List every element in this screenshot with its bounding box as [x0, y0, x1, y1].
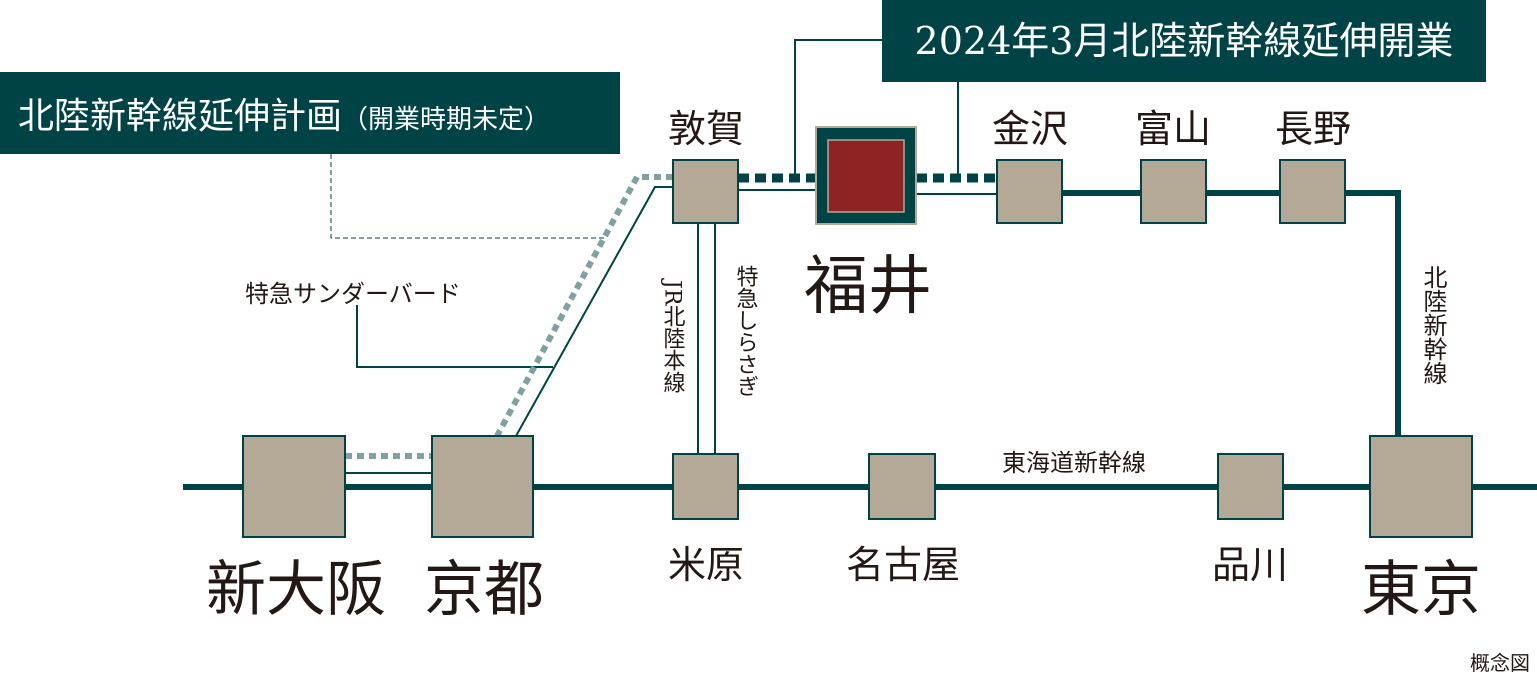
- label-shirasagi: 特急しらさぎ: [733, 265, 759, 397]
- station-shin-osaka: [242, 435, 346, 538]
- label-jr-hokuriku-line: JR北陸本線: [660, 278, 686, 394]
- label-tokyo: 東京: [1361, 555, 1481, 625]
- label-kanazawa: 金沢: [992, 107, 1068, 151]
- station-kanazawa: [996, 159, 1063, 224]
- label-kyoto: 京都: [424, 555, 544, 625]
- thunderbird-leader: [356, 305, 553, 368]
- plan-leader: [330, 154, 605, 239]
- label-fukui: 福井: [804, 250, 932, 324]
- opening-label-box: [882, 0, 1486, 82]
- station-maibara: [672, 453, 739, 520]
- label-hokuriku-shinkansen: 北陸新幹線: [1419, 265, 1447, 385]
- label-tsuruga: 敦賀: [668, 107, 744, 151]
- station-tsuruga: [672, 159, 739, 224]
- station-toyama: [1140, 159, 1207, 224]
- station-kyoto: [431, 435, 534, 538]
- station-fukui-inner: [827, 139, 905, 213]
- thunderbird-line: [515, 186, 673, 437]
- label-nagano: 長野: [1275, 107, 1351, 151]
- plan-label: 北陸新幹線延伸計画（開業時期未定）: [18, 96, 550, 137]
- hokuriku-shinkansen-line: [1062, 190, 1401, 437]
- label-maibara: 米原: [668, 543, 744, 587]
- label-concept: 概念図: [1470, 651, 1530, 674]
- opening-leader-left: [794, 39, 882, 178]
- label-thunderbird: 特急サンダーバード: [245, 280, 461, 308]
- station-tokyo: [1369, 435, 1473, 538]
- station-shinagawa: [1217, 453, 1284, 520]
- plan-label-box: [0, 72, 620, 154]
- planned-extension-line: [494, 174, 673, 438]
- label-nagoya: 名古屋: [846, 543, 960, 587]
- opening-label: 2024年3月北陸新幹線延伸開業: [915, 19, 1454, 63]
- label-toyama: 富山: [1135, 107, 1211, 151]
- station-nagano: [1279, 159, 1346, 224]
- label-shin-osaka: 新大阪: [206, 555, 386, 625]
- station-nagoya: [868, 453, 936, 520]
- label-tokaido-shinkansen: 東海道新幹線: [1002, 449, 1146, 477]
- label-shinagawa: 品川: [1212, 543, 1288, 587]
